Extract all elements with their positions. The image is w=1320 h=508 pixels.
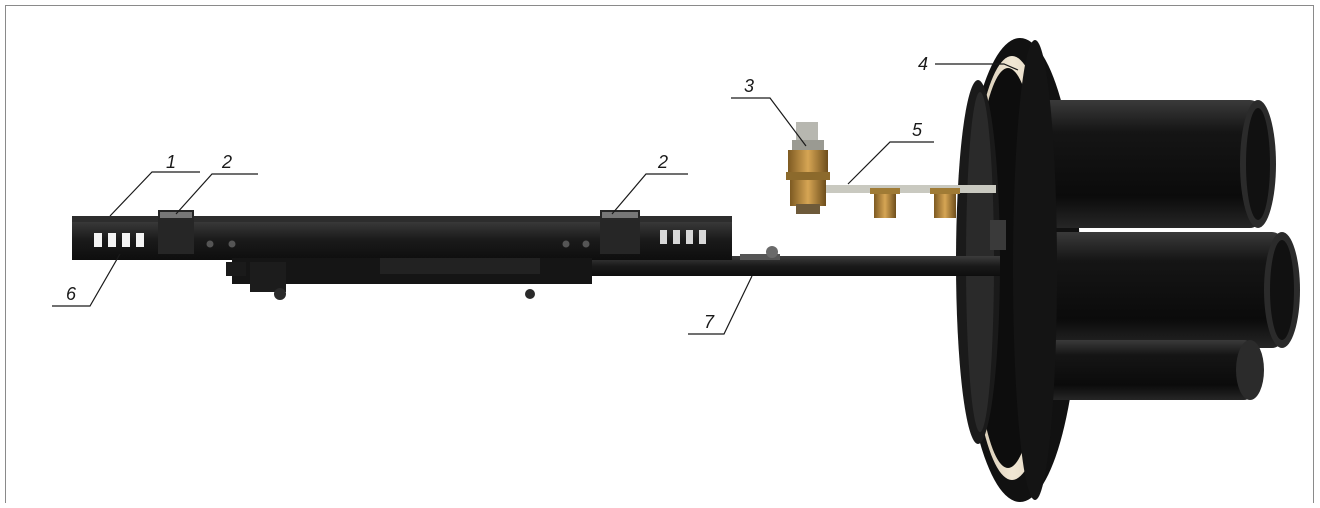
- callout-2-right: 2: [611, 152, 688, 215]
- callout-label-3: 3: [744, 76, 754, 96]
- callout-label-4: 4: [918, 54, 928, 74]
- callout-3: 3: [731, 76, 807, 147]
- callout-label-7: 7: [704, 312, 715, 332]
- splice-tray-rail: [72, 210, 732, 300]
- callout-2-left: 2: [175, 152, 258, 215]
- callout-4: 4: [918, 54, 1019, 74]
- callout-label-1: 1: [166, 152, 176, 172]
- callout-label-6: 6: [66, 284, 77, 304]
- callout-6: 6: [52, 253, 121, 307]
- callout-7: 7: [688, 275, 753, 335]
- callout-label-5: 5: [912, 120, 923, 140]
- grounding-terminal: [786, 122, 996, 218]
- callout-1: 1: [109, 152, 200, 217]
- figure-frame: [5, 5, 1314, 503]
- support-rod: [520, 220, 1006, 276]
- closure-dome: [956, 38, 1300, 502]
- callout-label-2-left: 2: [221, 152, 232, 172]
- callout-5: 5: [847, 120, 934, 185]
- callout-label-2-right: 2: [657, 152, 668, 172]
